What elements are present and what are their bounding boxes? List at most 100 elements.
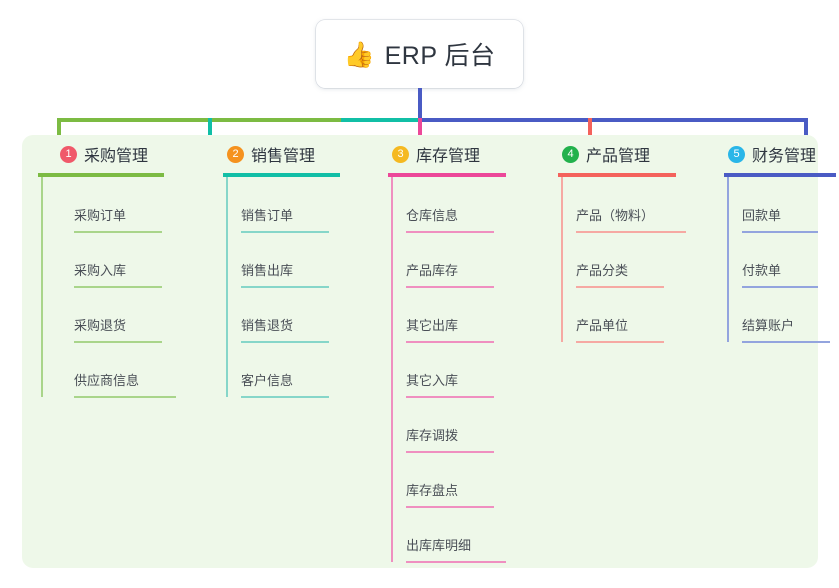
leaf-item[interactable]: 供应商信息: [74, 343, 176, 398]
leaf-item-rule: [406, 286, 494, 288]
leaf-item[interactable]: 产品库存: [406, 233, 494, 288]
leaf-item[interactable]: 库存调拨: [406, 398, 494, 453]
leaf-item-label: 其它入库: [406, 373, 459, 388]
branch-number-badge: 1: [60, 145, 77, 163]
branch-header-1[interactable]: 1 采购管理: [60, 135, 148, 173]
leaf-item[interactable]: 其它出库: [406, 288, 494, 343]
leaf-item-label: 采购退货: [74, 318, 127, 333]
leaf-item-rule: [74, 396, 176, 398]
leaf-item-rule: [406, 506, 494, 508]
leaf-item[interactable]: 结算账户: [742, 288, 830, 343]
branch-drop-3: [418, 118, 422, 147]
leaf-item-rule: [241, 231, 329, 233]
leaf-item[interactable]: 产品单位: [576, 288, 664, 343]
branch-number-badge: 4: [562, 145, 579, 163]
leaf-item[interactable]: 出库库明细: [406, 508, 506, 563]
leaf-item-label: 销售退货: [241, 318, 294, 333]
leaf-item-label: 产品分类: [576, 263, 629, 278]
branch-drop-2: [208, 118, 212, 147]
leaf-item[interactable]: 仓库信息: [406, 178, 494, 233]
branch-spine: [727, 177, 729, 342]
leaf-item-label: 供应商信息: [74, 373, 140, 388]
branch-column-2: 2 销售管理销售订单销售出库销售退货客户信息: [223, 135, 340, 398]
leaf-item-rule: [742, 286, 818, 288]
leaf-item-rule: [576, 341, 664, 343]
leaf-item-label: 客户信息: [241, 373, 294, 388]
branch-header-4[interactable]: 4 产品管理: [562, 135, 650, 173]
leaf-item-rule: [576, 286, 664, 288]
branch-column-4: 4 产品管理产品（物料） 产品分类产品单位: [558, 135, 686, 343]
leaf-item-label: 库存调拨: [406, 428, 459, 443]
leaf-item[interactable]: 销售退货: [241, 288, 329, 343]
leaf-item-label: 结算账户: [742, 318, 795, 333]
branch-number-badge: 2: [227, 145, 244, 163]
leaf-item-rule: [406, 341, 494, 343]
leaf-item[interactable]: 客户信息: [241, 343, 329, 398]
leaf-item-rule: [74, 341, 162, 343]
leaf-item[interactable]: 库存盘点: [406, 453, 494, 508]
branch-header-rule: [223, 173, 340, 177]
leaf-item[interactable]: 采购退货: [74, 288, 162, 343]
leaf-item-rule: [241, 286, 329, 288]
branch-header-rule: [38, 173, 164, 177]
leaf-item-label: 仓库信息: [406, 208, 459, 223]
leaf-item[interactable]: 销售订单: [241, 178, 329, 233]
root-node-content: 👍 ERP 后台: [343, 36, 495, 72]
root-node[interactable]: 👍 ERP 后台: [316, 20, 523, 88]
leaf-item-rule: [742, 341, 830, 343]
leaf-item[interactable]: 其它入库: [406, 343, 494, 398]
leaf-item-label: 产品单位: [576, 318, 629, 333]
leaf-item[interactable]: 回款单: [742, 178, 818, 233]
branch-number-badge: 5: [728, 145, 745, 163]
connector-bar-segment-teal: [341, 118, 421, 122]
branch-header-rule: [558, 173, 676, 177]
leaf-item[interactable]: 销售出库: [241, 233, 329, 288]
branch-spine: [226, 177, 228, 397]
leaf-item-rule: [406, 451, 494, 453]
leaf-item-label: 出库库明细: [406, 538, 472, 553]
branch-number-badge: 3: [392, 145, 409, 163]
branch-header-rule: [724, 173, 836, 177]
leaf-item-label: 销售订单: [241, 208, 294, 223]
root-title: ERP 后台: [384, 42, 496, 70]
leaf-item-label: 采购入库: [74, 263, 127, 278]
branch-title: 采购管理: [84, 148, 149, 165]
leaf-item-label: 库存盘点: [406, 483, 459, 498]
diagram-panel: 1 采购管理采购订单采购入库采购退货供应商信息 2 销售管理销售订单销售出库销售退货客…: [22, 135, 836, 568]
branch-drop-4: [588, 118, 592, 147]
leaf-item-rule: [74, 231, 162, 233]
branch-title: 财务管理: [752, 148, 817, 165]
leaf-item-label: 付款单: [742, 263, 782, 278]
leaf-item[interactable]: 采购订单: [74, 178, 162, 233]
branch-title: 销售管理: [251, 148, 316, 165]
leaf-item-rule: [576, 231, 686, 233]
branch-header-rule: [388, 173, 506, 177]
branch-drop-5: [804, 118, 808, 147]
branch-spine: [391, 177, 393, 562]
leaf-item-rule: [406, 396, 494, 398]
leaf-item-label: 销售出库: [241, 263, 294, 278]
branch-column-5: 5 财务管理回款单付款单结算账户: [724, 135, 836, 343]
leaf-item-label: 采购订单: [74, 208, 127, 223]
branch-header-5[interactable]: 5 财务管理: [728, 135, 816, 173]
branch-column-1: 1 采购管理采购订单采购入库采购退货供应商信息: [38, 135, 176, 398]
leaf-item-label: 其它出库: [406, 318, 459, 333]
branch-spine: [561, 177, 563, 342]
connector-bar-segment-green: [57, 118, 343, 122]
leaf-item-label: 产品（物料）: [576, 208, 655, 223]
leaf-item[interactable]: 产品（物料）: [576, 178, 686, 233]
leaf-item[interactable]: 产品分类: [576, 233, 664, 288]
leaf-item-rule: [241, 396, 329, 398]
branch-spine: [41, 177, 43, 397]
leaf-item[interactable]: 付款单: [742, 233, 818, 288]
leaf-item-rule: [241, 341, 329, 343]
leaf-item-rule: [406, 231, 494, 233]
leaf-item-rule: [742, 231, 818, 233]
leaf-item[interactable]: 采购入库: [74, 233, 162, 288]
branch-header-2[interactable]: 2 销售管理: [227, 135, 315, 173]
thumbs-up-icon: 👍: [343, 40, 375, 69]
branch-title: 产品管理: [586, 148, 651, 165]
root-stem-connector: [418, 88, 422, 121]
